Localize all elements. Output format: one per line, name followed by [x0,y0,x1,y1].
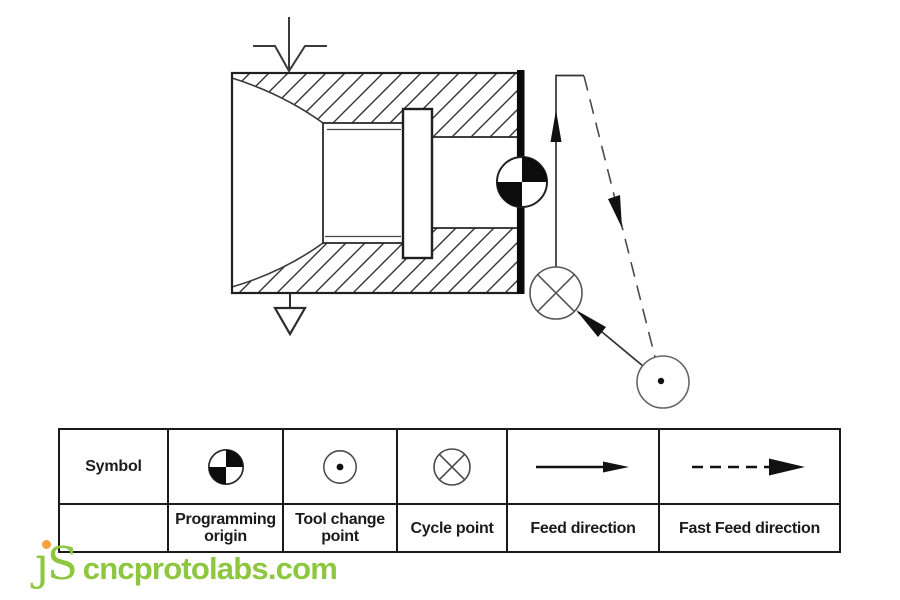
feed-direction-label: Feed direction [530,519,636,537]
feed-arrowhead-to-cycle-point [576,310,606,337]
workpiece-section [230,70,525,295]
logo-domain-text: cncprotolabs.com [82,551,338,586]
fast-feed-direction-label-cell: Fast Feed direction [658,503,841,553]
datum-triangle-icon [273,293,307,337]
toolpath [550,74,662,382]
tool-change-point-cell [282,428,398,505]
feed-arrow-up [550,110,562,142]
cycle-point-icon [398,430,506,503]
empty-cell [58,503,169,553]
fast-feed-direction-cell [658,428,841,505]
programming-origin-cell [167,428,284,505]
cycle-point-label-cell: Cycle point [396,503,508,553]
feed-direction-icon [508,430,658,503]
tool-change-point-icon [636,355,690,409]
cycle-point-icon [529,266,583,320]
tool-block [401,107,434,260]
machining-diagram [230,17,690,409]
symbol-header-cell: Symbol [58,428,169,505]
fast-feed-arrowhead [608,195,622,228]
table-row: Symbol [58,428,841,505]
tool-tip-icon [253,17,327,73]
symbol-legend-table: Symbol [58,428,841,553]
feed-direction-cell [506,428,660,505]
programming-origin-icon [169,430,282,503]
logo-dot-icon [42,540,51,549]
fast-feed-direction-icon [660,430,839,503]
cycle-point-cell [396,428,508,505]
symbol-header-label: Symbol [85,457,142,475]
feed-line-up [555,74,584,267]
fast-feed-direction-label: Fast Feed direction [679,519,820,537]
programming-origin-icon [496,156,548,208]
site-logo: ȷS cncprotolabs.com [35,537,338,590]
logo-mark: ȷS [35,537,78,590]
fast-feed-dashed-return [583,75,662,382]
feed-direction-label-cell: Feed direction [506,503,660,553]
tool-change-point-icon [284,430,396,503]
cycle-point-label: Cycle point [410,519,494,537]
